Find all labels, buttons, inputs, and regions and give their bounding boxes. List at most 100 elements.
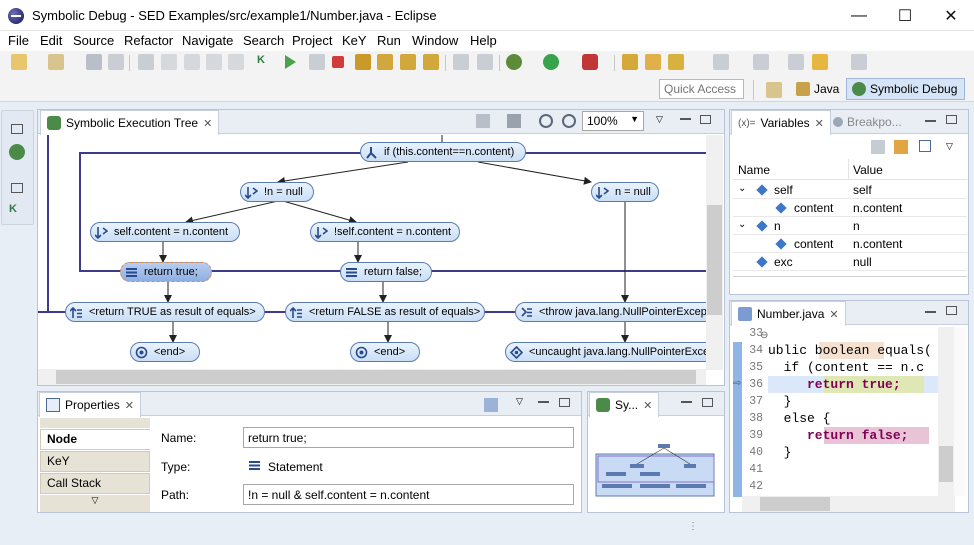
close-tab-icon[interactable]: ✕ [203,117,213,130]
step-into-icon[interactable] [355,54,371,70]
new-project-icon[interactable] [48,54,64,70]
tab-symbolic-execution-tree[interactable]: Symbolic Execution Tree ✕ [40,110,220,135]
node-return-true-selected[interactable]: return true; [120,262,212,282]
maximize-button[interactable]: ☐ [897,7,913,25]
resize-handle[interactable]: ⋮ [688,521,698,532]
maximize-view-icon[interactable] [702,398,713,407]
disconnect-icon[interactable] [161,54,177,70]
use-step-filters-icon[interactable] [453,54,469,70]
open-type-icon[interactable] [622,54,638,70]
node-uncaught-npe[interactable]: <uncaught java.lang.NullPointerException… [505,342,706,362]
view-menu-icon[interactable]: ▽ [946,141,953,151]
key-icon[interactable]: K [257,54,265,66]
maximize-view-icon[interactable] [946,115,957,124]
drop-to-frame-icon[interactable] [423,54,439,70]
node-branch-self-content-eq[interactable]: self.content = n.content [90,222,240,242]
overview-ruler[interactable] [954,327,966,496]
node-throw-npe[interactable]: <throw java.lang.NullPointerException> [515,302,706,322]
variable-row-n-content[interactable]: content n.content [733,235,967,253]
variable-row-self[interactable]: ⌄ self self [733,181,967,199]
editor-horizontal-scrollbar-thumb[interactable] [760,497,830,511]
menu-run[interactable]: Run [377,33,401,48]
column-name[interactable]: Name [738,163,771,177]
zoom-in-icon[interactable] [562,114,576,128]
tab-properties[interactable]: Properties ✕ [39,392,141,417]
node-branch-n-not-null[interactable]: !n = null [240,182,314,202]
resume-icon[interactable] [285,55,296,69]
chevron-down-icon[interactable]: ⌄ [738,183,747,194]
external-tools-icon[interactable] [582,54,598,70]
maximize-view-icon[interactable] [700,115,711,124]
variable-row-self-content[interactable]: content n.content [733,199,967,217]
minimize-view-icon[interactable] [925,119,936,122]
open-perspective-icon[interactable] [766,82,782,98]
node-branch-n-null[interactable]: n = null [591,182,659,202]
menu-project[interactable]: Project [292,33,333,48]
variable-row-exc[interactable]: exc null [733,253,967,271]
tree-vertical-scrollbar-thumb[interactable] [707,205,722,315]
editor-vertical-scrollbar-thumb[interactable] [939,446,953,482]
prev-annotation-icon[interactable] [753,54,769,70]
minimize-view-icon[interactable] [680,117,691,120]
toggle-icon[interactable] [477,54,493,70]
tab-variables[interactable]: (x)= Variables ✕ [731,110,831,135]
restore-icon[interactable] [11,124,23,134]
menu-key[interactable]: KeY [342,33,367,48]
back-icon[interactable] [812,54,828,70]
properties-tab-node[interactable]: Node [40,429,150,450]
tree-horizontal-scrollbar-thumb[interactable] [56,370,696,384]
debug-view-icon[interactable] [9,144,25,160]
restore-icon-2[interactable] [11,183,23,193]
run-icon[interactable] [543,54,559,70]
print-icon[interactable] [507,114,521,128]
menu-source[interactable]: Source [73,33,115,48]
zoom-select[interactable]: 100% ▼ [582,111,644,131]
close-tab-icon[interactable]: ✕ [643,399,653,412]
step-over-icon[interactable] [377,54,393,70]
step-return-icon[interactable] [400,54,416,70]
pin-icon[interactable] [484,398,498,412]
fold-icon[interactable]: ⊖ [760,330,769,341]
code-area[interactable]: ublic boolean equals( if (content == n.c… [768,325,938,495]
tree-thumbnail[interactable] [592,440,718,500]
node-return-true-equals[interactable]: <return TRUE as result of equals> [65,302,265,322]
minimize-view-icon[interactable] [925,310,936,313]
perspective-symbolic-debug[interactable]: Symbolic Debug [846,78,965,100]
quick-access-input[interactable] [659,79,744,99]
show-type-names-icon[interactable] [871,140,885,154]
key-view-icon[interactable]: K [9,203,17,215]
new-icon[interactable] [11,54,27,70]
menu-navigate[interactable]: Navigate [182,33,234,48]
menu-refactor[interactable]: Refactor [124,33,174,48]
skip-breakpoints-icon[interactable] [138,54,154,70]
next-annotation-icon[interactable] [713,54,729,70]
zoom-out-icon[interactable] [539,114,553,128]
menu-edit[interactable]: Edit [40,33,63,48]
path-field[interactable]: !n = null & self.content = n.content [243,484,574,505]
tab-outline[interactable]: Sy... ✕ [589,392,660,417]
step-icon[interactable] [206,54,222,70]
tab-breakpoints[interactable]: Breakpo... [833,115,902,129]
editor-annotation-ruler[interactable] [733,342,742,497]
show-logical-structure-icon[interactable] [894,140,908,154]
node-branch-self-content-neq[interactable]: !self.content = n.content [310,222,460,242]
view-menu-icon[interactable]: ▽ [516,396,523,406]
column-value[interactable]: Value [853,163,883,177]
search-icon[interactable] [668,54,684,70]
maximize-view-icon[interactable] [559,398,570,407]
view-menu-icon[interactable]: ▽ [656,114,663,124]
variables-detail-sash[interactable] [733,276,967,277]
properties-tab-call-stack[interactable]: Call Stack [40,473,150,494]
minimize-view-icon[interactable] [681,400,692,403]
perspective-java[interactable]: Java [791,78,844,100]
forward-icon[interactable] [851,54,867,70]
node-end-1[interactable]: <end> [130,342,200,362]
collapse-all-icon[interactable] [919,140,931,152]
name-field[interactable]: return true; [243,427,574,448]
last-edit-icon[interactable] [788,54,804,70]
save-all-icon[interactable] [108,54,124,70]
suspend-icon[interactable] [309,54,325,70]
variable-row-n[interactable]: ⌄ n n [733,217,967,235]
open-folder-icon[interactable] [645,54,661,70]
debug-icon[interactable] [506,54,522,70]
